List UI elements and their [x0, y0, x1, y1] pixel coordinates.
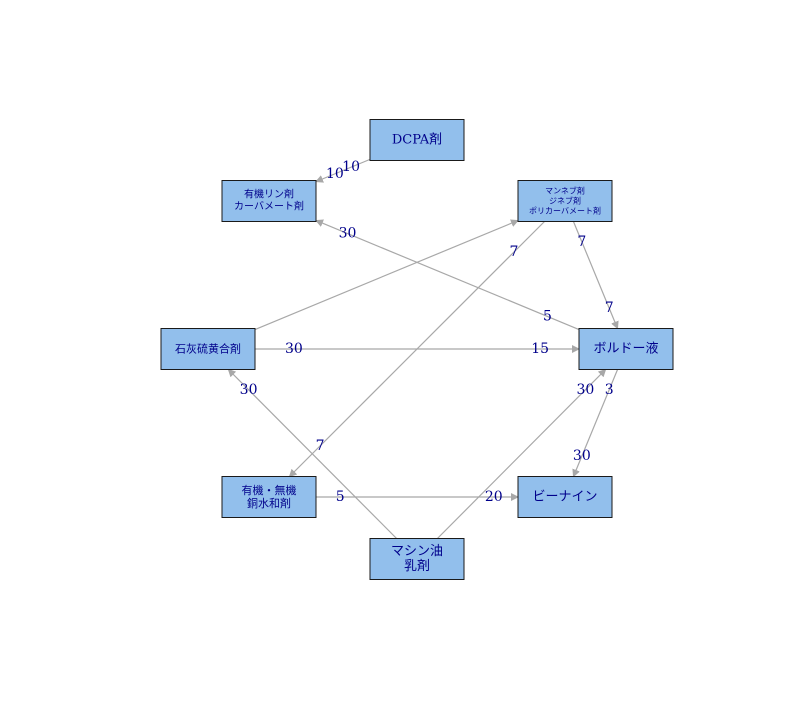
edge-label-near-maneb: 7: [577, 234, 586, 250]
edge-machineoil-bordeaux: [429, 368, 607, 547]
edge-label-near-limesulfur: 30: [240, 382, 258, 398]
edge-label-near-copper: 7: [316, 438, 325, 454]
node-label-line: ビーナイン: [532, 490, 597, 505]
node-label-line: マシン油: [391, 544, 443, 559]
edge-limesulfur-maneb: [247, 219, 519, 336]
edge-label-near-bordeaux: 7: [605, 300, 614, 316]
node-label-line: 石灰硫黄合剤: [175, 342, 241, 356]
edge-label-near-copper: 5: [336, 489, 345, 505]
edge-dcpa-organophos: [315, 153, 378, 183]
node-box: [160, 328, 256, 370]
node-box: [578, 328, 674, 370]
node-bnine[interactable]: ビーナイン: [517, 476, 613, 518]
edge-line: [429, 368, 607, 547]
edge-label-near-bordeaux: 3: [605, 382, 614, 398]
node-box: [369, 119, 465, 161]
edge-label-near-bordeaux: 30: [577, 382, 595, 398]
node-label-line: ジネブ剤: [549, 196, 581, 206]
node-bordeaux[interactable]: ボルドー液: [578, 328, 674, 370]
edge-label-near-maneb: 7: [509, 244, 518, 260]
node-box: [221, 180, 317, 222]
node-label-line: ボルドー液: [593, 342, 658, 357]
edge-label-near-bordeaux: 15: [531, 341, 549, 357]
node-label-line: 乳剤: [404, 558, 430, 574]
node-box: [369, 538, 465, 580]
edge-line: [315, 153, 378, 183]
edge-label-near-bnine: 30: [573, 448, 591, 464]
node-box: [221, 476, 317, 518]
node-label-line: 銅水和剤: [247, 496, 291, 510]
node-box: [517, 476, 613, 518]
edge-label-near-limesulfur: 30: [285, 341, 303, 357]
node-box: [517, 180, 613, 222]
edge-label-near-bnine: 20: [485, 489, 503, 505]
edge-machineoil-limesulfur: [227, 368, 405, 547]
node-limesulfur[interactable]: 石灰硫黄合剤: [160, 328, 256, 370]
node-label-line: 有機リン剤: [244, 188, 294, 201]
node-label-line: 有機・無機: [242, 483, 297, 497]
edge-line: [227, 368, 405, 547]
node-dcpa[interactable]: DCPA剤: [369, 119, 465, 161]
node-label-line: マンネブ剤: [545, 186, 585, 196]
node-label-line: DCPA剤: [392, 132, 442, 148]
edge-label-near-dcpa: 10: [342, 159, 360, 175]
node-label-line: カーバメート剤: [234, 200, 304, 213]
edge-line: [247, 219, 519, 336]
edges-layer: [227, 153, 624, 547]
edge-label-near-organophos: 30: [339, 226, 357, 242]
edge-label-near-organophos: 10: [326, 166, 344, 182]
node-label-line: ポリカーバメート剤: [529, 206, 601, 216]
edge-label-near-bordeaux: 5: [543, 308, 552, 324]
